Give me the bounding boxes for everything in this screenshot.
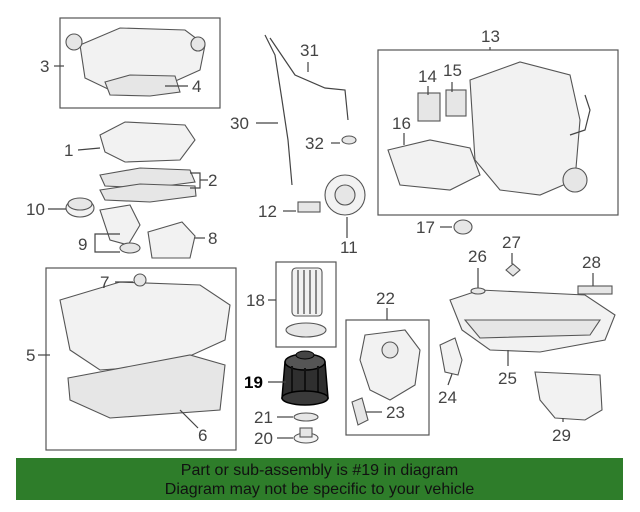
frame-timing-cover bbox=[377, 49, 619, 216]
callout-23: 23 bbox=[386, 403, 405, 422]
crank-pulley-drawing bbox=[297, 174, 366, 216]
callout-13: 13 bbox=[481, 27, 500, 46]
o-ring-drawing bbox=[293, 412, 319, 422]
callout-6: 6 bbox=[198, 426, 207, 445]
oil-cap-drawing bbox=[65, 197, 95, 218]
callout-25: 25 bbox=[498, 369, 517, 388]
callout-19-highlighted: 19 bbox=[244, 373, 263, 392]
oil-filter-cap-drawing bbox=[281, 350, 329, 406]
callout-4: 4 bbox=[192, 77, 201, 96]
callout-10: 10 bbox=[26, 200, 45, 219]
callout-29: 29 bbox=[552, 426, 571, 445]
lower-oil-pan-drawing bbox=[534, 371, 603, 421]
oil-filter-element-drawing bbox=[285, 267, 327, 338]
callout-22: 22 bbox=[376, 289, 395, 308]
callout-20: 20 bbox=[254, 429, 273, 448]
callout-14: 14 bbox=[418, 67, 437, 86]
filter-housing-drawing bbox=[351, 329, 421, 426]
callout-1: 1 bbox=[64, 141, 73, 160]
seal-drawing bbox=[453, 219, 473, 235]
filler-neck-drawing bbox=[99, 204, 141, 254]
housing-gasket-drawing bbox=[439, 337, 463, 376]
callout-31: 31 bbox=[300, 41, 319, 60]
callout-27: 27 bbox=[502, 233, 521, 252]
callout-26: 26 bbox=[468, 247, 487, 266]
frame-oil-filter-element bbox=[275, 261, 337, 348]
callout-2: 2 bbox=[208, 171, 217, 190]
callout-17: 17 bbox=[416, 218, 435, 237]
heat-shield-drawing bbox=[147, 221, 196, 259]
banner-line-2: Diagram may not be specific to your vehi… bbox=[164, 481, 475, 498]
callout-5: 5 bbox=[26, 346, 35, 365]
intake-manifold-drawing bbox=[65, 27, 206, 97]
callout-12: 12 bbox=[258, 202, 277, 221]
callout-9: 9 bbox=[78, 235, 87, 254]
lower-manifold-drawing bbox=[99, 121, 197, 203]
callout-32: 32 bbox=[305, 134, 324, 153]
info-banner: Part or sub-assembly is #19 in diagram D… bbox=[16, 458, 623, 500]
callout-15: 15 bbox=[443, 61, 462, 80]
callout-3: 3 bbox=[40, 57, 49, 76]
timing-cover-drawing bbox=[387, 61, 591, 196]
oil-pan-drawing bbox=[449, 263, 616, 353]
valve-cover-drawing bbox=[59, 273, 231, 419]
callout-24: 24 bbox=[438, 388, 457, 407]
banner-line-1: Part or sub-assembly is #19 in diagram bbox=[180, 462, 459, 479]
callout-21: 21 bbox=[254, 408, 273, 427]
callout-18: 18 bbox=[246, 291, 265, 310]
drain-plug-drawing bbox=[293, 427, 319, 444]
callout-11: 11 bbox=[340, 238, 358, 257]
callout-8: 8 bbox=[208, 229, 217, 248]
leader-lines bbox=[38, 47, 594, 439]
callout-30: 30 bbox=[230, 114, 249, 133]
frame-valve-cover bbox=[45, 267, 237, 451]
callout-28: 28 bbox=[582, 253, 601, 272]
dipstick-drawing bbox=[264, 34, 357, 186]
callout-16: 16 bbox=[392, 114, 411, 133]
frame-intake-manifold bbox=[59, 17, 221, 109]
callout-7: 7 bbox=[100, 273, 109, 292]
